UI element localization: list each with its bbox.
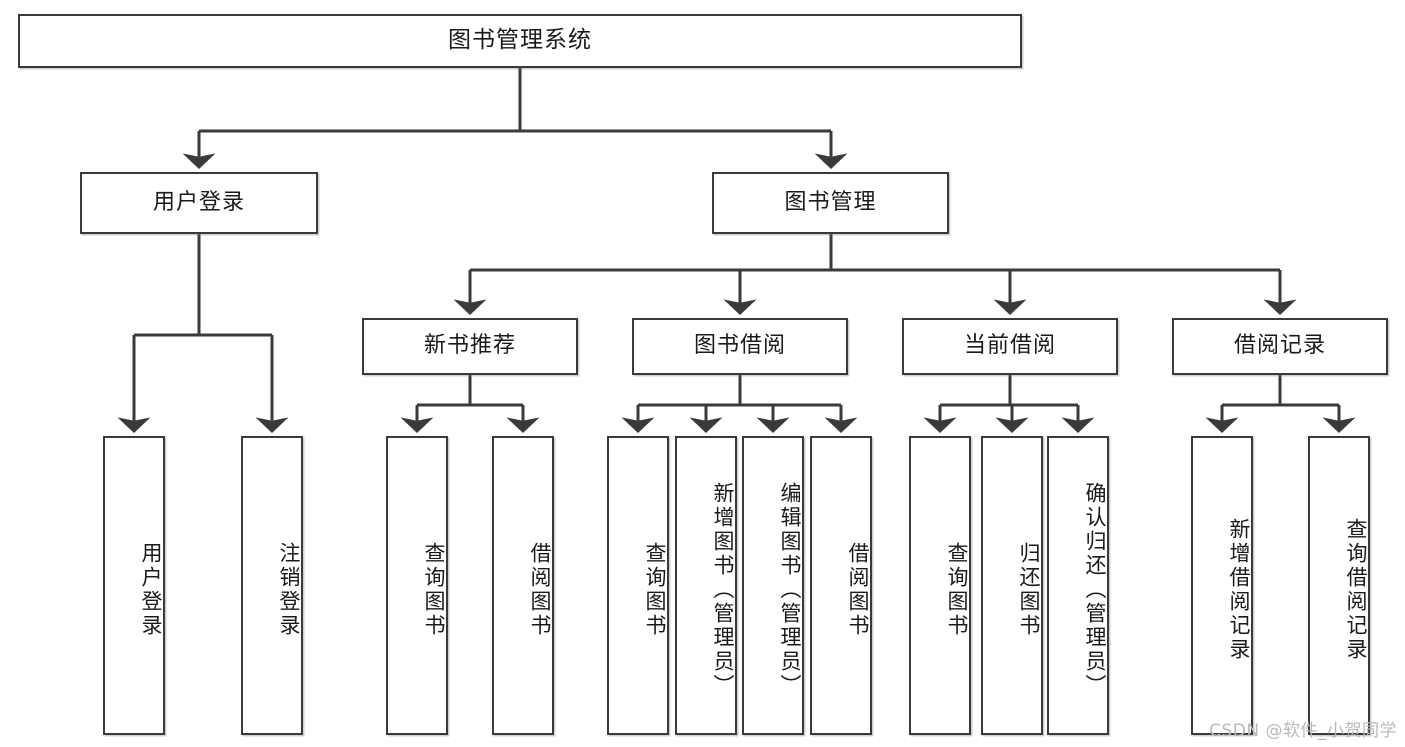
leaf-logout[interactable]: 注销登录 [241, 436, 303, 735]
node-user-login[interactable]: 用户登录 [80, 172, 318, 234]
leaf-query-book-recommend[interactable]: 查询图书 [386, 436, 448, 735]
node-current-borrow[interactable]: 当前借阅 [902, 318, 1118, 375]
node-root-system[interactable]: 图书管理系统 [18, 14, 1022, 68]
node-book-borrow[interactable]: 图书借阅 [632, 318, 848, 375]
leaf-return-book[interactable]: 归还图书 [981, 436, 1043, 735]
leaf-confirm-return-admin[interactable]: 确认归还（管理员） [1047, 436, 1109, 735]
leaf-add-borrow-record[interactable]: 新增借阅记录 [1191, 436, 1253, 735]
leaf-query-book-borrow[interactable]: 查询图书 [607, 436, 669, 735]
leaf-query-book-current[interactable]: 查询图书 [909, 436, 971, 735]
node-book-management[interactable]: 图书管理 [712, 172, 949, 234]
node-new-book-recommend[interactable]: 新书推荐 [362, 318, 578, 375]
leaf-query-borrow-record[interactable]: 查询借阅记录 [1308, 436, 1370, 735]
leaf-borrow-book[interactable]: 借阅图书 [810, 436, 872, 735]
leaf-borrow-book-recommend[interactable]: 借阅图书 [492, 436, 554, 735]
node-borrow-records[interactable]: 借阅记录 [1172, 318, 1388, 375]
leaf-add-book-admin[interactable]: 新增图书（管理员） [675, 436, 737, 735]
csdn-watermark: CSDN @软件_小贺同学 [1209, 721, 1397, 741]
leaf-edit-book-admin[interactable]: 编辑图书（管理员） [742, 436, 804, 735]
leaf-user-login[interactable]: 用户登录 [103, 436, 165, 735]
